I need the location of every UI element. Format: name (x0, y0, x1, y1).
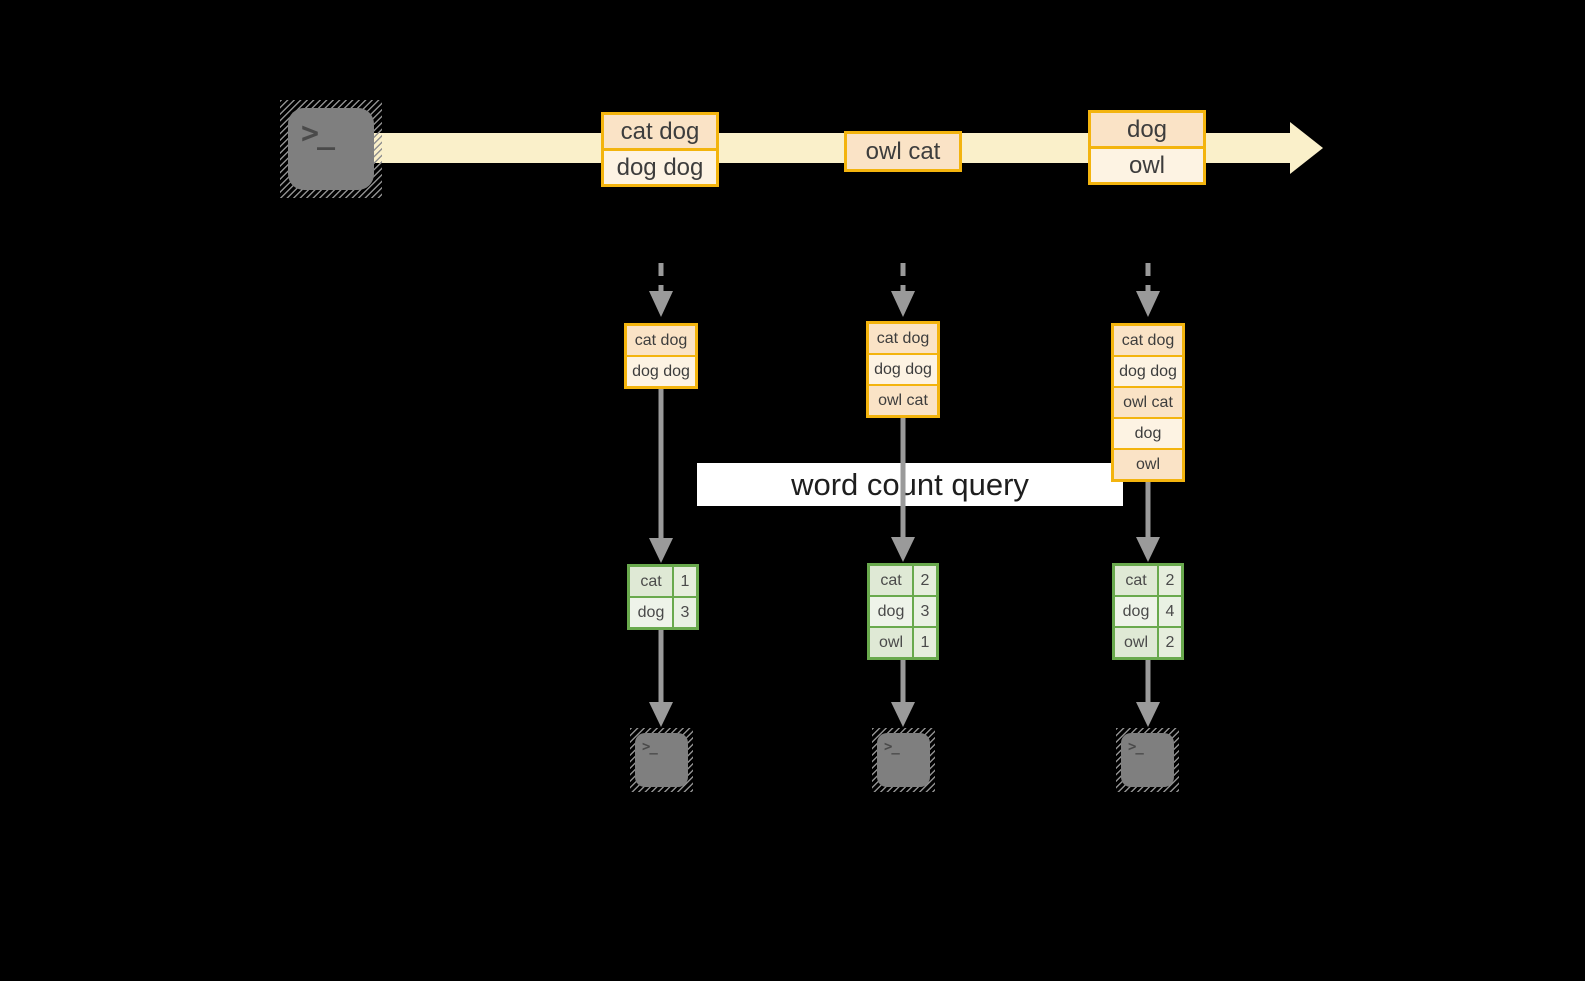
result-count-cell: 2 (1159, 628, 1181, 657)
output-terminal-icon: >_ (1116, 728, 1179, 792)
result-table-1: cat 1 dog 3 (627, 564, 699, 630)
stream-batch-1: cat dog dog dog (601, 112, 719, 187)
batch-row: dog dog (604, 148, 716, 184)
query-label-band: word count query (697, 463, 1123, 506)
input-row: cat dog (869, 324, 937, 353)
result-table-2: cat 2 dog 3 owl 1 (867, 563, 939, 660)
output-terminal-icon: >_ (872, 728, 935, 792)
batch-row: dog (1091, 113, 1203, 146)
output-arrow-icon (649, 630, 673, 727)
result-table-3: cat 2 dog 4 owl 2 (1112, 563, 1184, 660)
dashed-arrow-icon (649, 263, 673, 317)
result-word-cell: owl (1115, 628, 1159, 657)
terminal-prompt-icon: >_ (301, 116, 335, 151)
result-word-cell: cat (870, 566, 914, 595)
result-row: owl 1 (870, 626, 936, 657)
input-row: owl cat (869, 384, 937, 415)
input-row: dog (1114, 417, 1182, 448)
terminal-prompt-icon: >_ (642, 739, 658, 755)
input-table-3: cat dog dog dog owl cat dog owl (1111, 323, 1185, 482)
result-word-cell: owl (870, 628, 914, 657)
result-row: owl 2 (1115, 626, 1181, 657)
terminal-prompt-icon: >_ (884, 739, 900, 755)
result-row: dog 4 (1115, 595, 1181, 626)
input-row: owl (1114, 448, 1182, 479)
stream-arrowhead-icon (1290, 122, 1323, 174)
result-count-cell: 2 (1159, 566, 1181, 595)
query-arrow-icon (1136, 482, 1160, 562)
terminal-screen: >_ (288, 108, 374, 190)
result-count-cell: 4 (1159, 597, 1181, 626)
output-arrow-icon (1136, 660, 1160, 727)
terminal-prompt-icon: >_ (1128, 739, 1144, 755)
input-table-2: cat dog dog dog owl cat (866, 321, 940, 418)
result-word-cell: dog (870, 597, 914, 626)
result-count-cell: 3 (674, 598, 696, 627)
result-word-cell: dog (630, 598, 674, 627)
query-arrow-icon (649, 389, 673, 563)
input-row: cat dog (1114, 326, 1182, 355)
terminal-screen: >_ (877, 733, 930, 787)
output-arrow-icon (891, 660, 915, 727)
result-count-cell: 1 (914, 628, 936, 657)
output-terminal-icon: >_ (630, 728, 693, 792)
dashed-arrow-icon (1136, 263, 1160, 317)
result-word-cell: dog (1115, 597, 1159, 626)
input-row: cat dog (627, 326, 695, 355)
input-row: dog dog (627, 355, 695, 386)
batch-row: cat dog (604, 115, 716, 148)
result-word-cell: cat (630, 567, 674, 596)
result-row: dog 3 (630, 596, 696, 627)
terminal-screen: >_ (635, 733, 688, 787)
input-row: dog dog (1114, 355, 1182, 386)
input-row: dog dog (869, 353, 937, 384)
query-label: word count query (791, 466, 1029, 502)
result-count-cell: 3 (914, 597, 936, 626)
result-row: dog 3 (870, 595, 936, 626)
stream-batch-3: dog owl (1088, 110, 1206, 185)
batch-row: owl cat (847, 134, 959, 169)
result-count-cell: 2 (914, 566, 936, 595)
input-table-1: cat dog dog dog (624, 323, 698, 389)
dashed-arrow-icon (891, 263, 915, 317)
result-count-cell: 1 (674, 567, 696, 596)
result-row: cat 2 (1115, 566, 1181, 595)
stream-batch-2: owl cat (844, 131, 962, 172)
source-terminal-icon: >_ (280, 100, 382, 198)
query-arrow-icon (891, 418, 915, 562)
result-word-cell: cat (1115, 566, 1159, 595)
terminal-screen: >_ (1121, 733, 1174, 787)
batch-row: owl (1091, 146, 1203, 182)
input-row: owl cat (1114, 386, 1182, 417)
result-row: cat 2 (870, 566, 936, 595)
result-row: cat 1 (630, 567, 696, 596)
